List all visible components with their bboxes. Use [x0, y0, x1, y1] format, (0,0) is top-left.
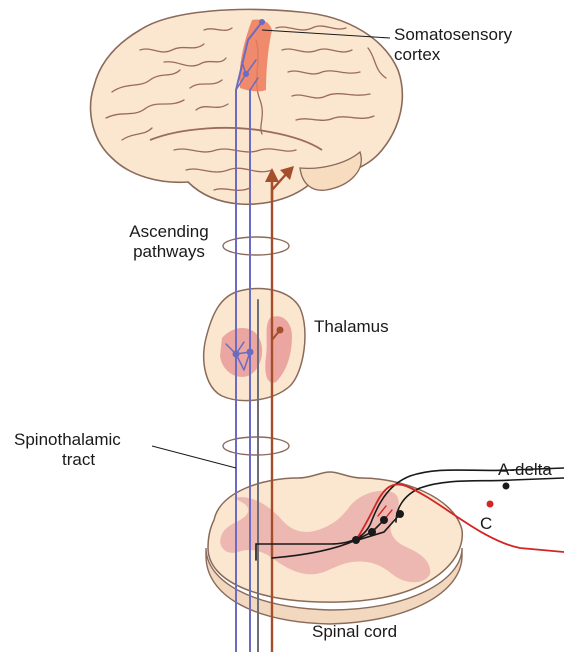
spinothalamic-tract-label: Spinothalamic tract — [14, 430, 121, 470]
synapse-dot-3 — [368, 528, 376, 536]
spinothalamic-label-line1: Spinothalamic — [14, 430, 121, 450]
ascending-label-line2: pathways — [118, 242, 220, 262]
c-fiber-cell-body — [487, 501, 494, 508]
spinothalamic-label-line2: tract — [14, 450, 121, 470]
synapse-dot-4 — [352, 536, 360, 544]
thalamus-nucleus-left — [220, 328, 262, 377]
ascending-label-line1: Ascending — [118, 222, 220, 242]
blue-node-cortex-1 — [243, 71, 249, 77]
blue-node-thalamus-1 — [233, 351, 240, 358]
ascending-pathways-label: Ascending pathways — [118, 222, 220, 262]
c-fiber-label: C — [480, 514, 492, 534]
spinothalamic-leader — [152, 446, 236, 468]
a-delta-cell-body — [503, 483, 510, 490]
brown-node-thalamus — [277, 327, 284, 334]
synapse-dot-1 — [396, 510, 404, 518]
blue-node-thalamus-2 — [247, 349, 254, 356]
somatosensory-label-line2: cortex — [394, 45, 512, 65]
blue-node-cortex-2 — [259, 19, 265, 25]
thalamus-label: Thalamus — [314, 317, 389, 337]
spinal-cord-label: Spinal cord — [312, 622, 397, 642]
brain — [91, 9, 403, 204]
somatosensory-cortex-label: Somatosensory cortex — [394, 25, 512, 65]
somatosensory-label-line1: Somatosensory — [394, 25, 512, 45]
synapse-dot-2 — [380, 516, 388, 524]
a-delta-label: A-delta — [498, 460, 552, 480]
thalamus — [204, 289, 305, 401]
spinothalamic-tract-ring — [223, 437, 289, 455]
ascending-pathways-ring — [223, 237, 289, 255]
